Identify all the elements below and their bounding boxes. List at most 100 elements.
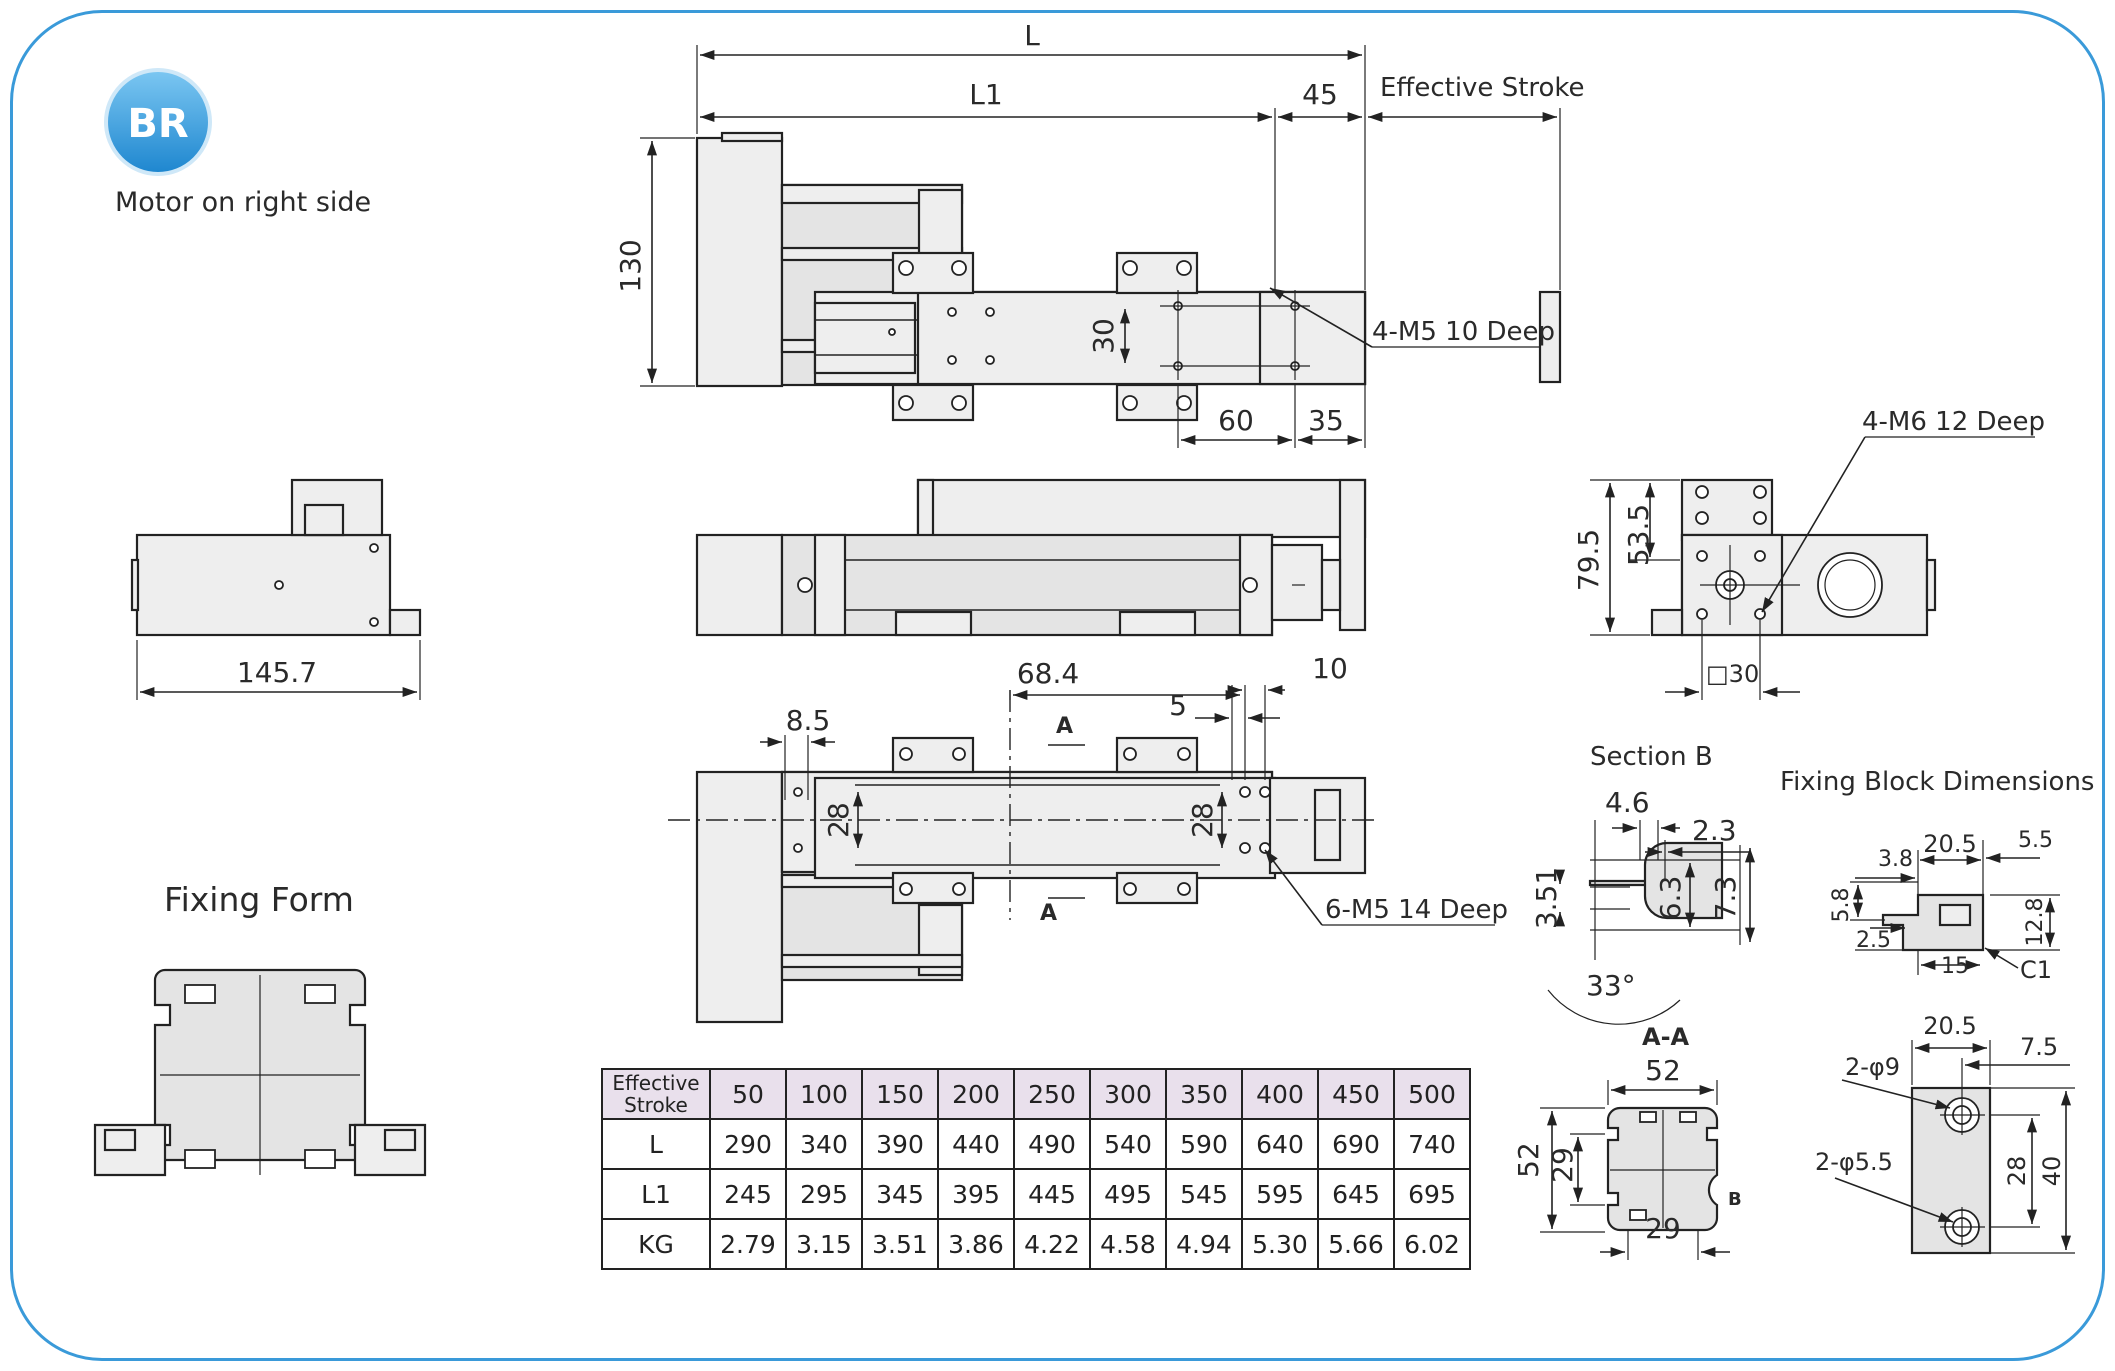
stroke-header: 100	[785, 1068, 863, 1120]
section-mark-top: A	[1056, 714, 1073, 739]
dim-fb2-7-5: 7.5	[2020, 1033, 2058, 1061]
table-cell: 690	[1317, 1118, 1395, 1170]
corner-line-2: Stroke	[624, 1093, 688, 1117]
dim-fb2-20-5: 20.5	[1923, 1012, 1976, 1040]
dim-10: 10	[1312, 652, 1348, 685]
table-cell: 2.79	[709, 1218, 787, 1270]
fixing-block-top: 20.5 7.5 2-φ9 2-φ5.5 28 40	[1815, 1012, 2075, 1255]
dim-45: 45	[1302, 78, 1338, 111]
aa-section: B 52 52 29 29	[1512, 1054, 1742, 1260]
dim-fb2-phi9: 2-φ9	[1845, 1053, 1900, 1081]
dim-aa-52-height: 52	[1512, 1142, 1545, 1178]
stroke-header: 500	[1393, 1068, 1471, 1120]
stroke-header: 150	[861, 1068, 939, 1120]
table-header-row: Effective Stroke 50 100 150 200 250 300 …	[601, 1068, 1471, 1120]
dim-sb-7-3: 7.3	[1709, 876, 1742, 921]
corner-line-1: Effective	[612, 1071, 700, 1095]
section-b-detail: 4.6 2.3 3.51 6.3 7.3 33°	[1530, 786, 1756, 1025]
dim-fb2-phi5-5: 2-φ5.5	[1815, 1148, 1893, 1176]
table-cell: 495	[1089, 1168, 1167, 1220]
stroke-header: 250	[1013, 1068, 1091, 1120]
dim-sq30: □30	[1706, 660, 1759, 688]
table-cell: 640	[1241, 1118, 1319, 1170]
table-corner: Effective Stroke	[601, 1068, 711, 1120]
dim-effective-stroke: Effective Stroke	[1380, 73, 1585, 103]
aa-b-mark: B	[1728, 1189, 1742, 1210]
spec-table: Effective Stroke 50 100 150 200 250 300 …	[601, 1068, 1471, 1270]
table-cell: 340	[785, 1118, 863, 1170]
table-cell: 445	[1013, 1168, 1091, 1220]
end-view-left: 145.7	[130, 478, 422, 700]
dim-sb-6-3: 6.3	[1654, 876, 1687, 921]
stroke-header: 450	[1317, 1068, 1395, 1120]
dim-fb-5-5: 5.5	[2018, 828, 2053, 853]
dim-79-5: 79.5	[1572, 529, 1605, 591]
table-row: L 290 340 390 440 490 540 590 640 690 74…	[601, 1118, 1471, 1170]
dim-sb-33deg: 33°	[1586, 969, 1636, 1002]
table-cell: 490	[1013, 1118, 1091, 1170]
table-cell: 5.66	[1317, 1218, 1395, 1270]
table-cell: 595	[1241, 1168, 1319, 1220]
note-m6-12: 4-M6 12 Deep	[1862, 407, 2045, 437]
table-cell: 290	[709, 1118, 787, 1170]
table-cell: 345	[861, 1168, 939, 1220]
dim-L1: L1	[969, 78, 1002, 111]
table-cell: 590	[1165, 1118, 1243, 1170]
row-label: L1	[601, 1168, 711, 1220]
table-row: KG 2.79 3.15 3.51 3.86 4.22 4.58 4.94 5.…	[601, 1218, 1471, 1270]
table-cell: 5.30	[1241, 1218, 1319, 1270]
drawing-frame	[10, 10, 2105, 1361]
section-mark-bottom: A	[1040, 901, 1057, 926]
table-cell: 4.94	[1165, 1218, 1243, 1270]
fixing-form-title: Fixing Form	[164, 880, 354, 919]
dim-fb-2-5: 2.5	[1856, 928, 1891, 953]
dim-sb-2-3: 2.3	[1692, 814, 1737, 847]
dim-fb2-28: 28	[2003, 1156, 2031, 1187]
front-view	[695, 478, 1367, 637]
dim-28-right: 28	[1186, 802, 1219, 838]
dim-sb-4-6: 4.6	[1605, 786, 1650, 819]
fixing-block-profile: 20.5 3.8 5.5 5.8 2.5 12.8 15 C1	[1829, 828, 2060, 984]
table-cell: 390	[861, 1118, 939, 1170]
dim-53-5: 53.5	[1622, 504, 1655, 566]
table-cell: 395	[937, 1168, 1015, 1220]
dim-fb-12-8: 12.8	[2023, 898, 2048, 947]
table-cell: 295	[785, 1168, 863, 1220]
fixing-block-title: Fixing Block Dimensions	[1780, 767, 2094, 797]
dim-8-5: 8.5	[786, 704, 831, 737]
table-cell: 740	[1393, 1118, 1471, 1170]
dim-5: 5	[1169, 689, 1187, 722]
dim-30: 30	[1087, 318, 1120, 354]
stroke-header: 300	[1089, 1068, 1167, 1120]
stroke-header: 50	[709, 1068, 787, 1120]
dim-aa-52-width: 52	[1645, 1054, 1681, 1087]
fixing-form-profile	[93, 968, 427, 1177]
row-label: KG	[601, 1218, 711, 1270]
table-cell: 440	[937, 1118, 1015, 1170]
end-view-right: 79.5 53.5 □30 4-M6 12 Deep	[1572, 407, 2045, 700]
dim-fb-20-5: 20.5	[1923, 830, 1976, 858]
table-cell: 3.51	[861, 1218, 939, 1270]
dim-130: 130	[614, 239, 647, 292]
bottom-view: 68.4 8.5 5 10 28 28 6-M5 14 Deep A A	[668, 652, 1508, 1024]
dim-fb-15: 15	[1941, 954, 1969, 979]
table-cell: 6.02	[1393, 1218, 1471, 1270]
dim-35: 35	[1308, 404, 1344, 437]
aa-title: A-A	[1642, 1023, 1690, 1051]
table-cell: 245	[709, 1168, 787, 1220]
note-m5-14: 6-M5 14 Deep	[1325, 895, 1508, 925]
dim-aa-29-height: 29	[1546, 1147, 1579, 1183]
br-badge: BR	[104, 68, 212, 176]
dim-fb2-40: 40	[2038, 1156, 2066, 1187]
dim-60: 60	[1218, 404, 1254, 437]
table-cell: 540	[1089, 1118, 1167, 1170]
badge-caption: Motor on right side	[115, 187, 371, 218]
section-b-title: Section B	[1590, 742, 1713, 772]
table-cell: 695	[1393, 1168, 1471, 1220]
dim-145-7: 145.7	[237, 656, 317, 689]
table-cell: 4.58	[1089, 1218, 1167, 1270]
table-cell: 545	[1165, 1168, 1243, 1220]
dim-68-4: 68.4	[1017, 657, 1079, 690]
table-cell: 4.22	[1013, 1218, 1091, 1270]
